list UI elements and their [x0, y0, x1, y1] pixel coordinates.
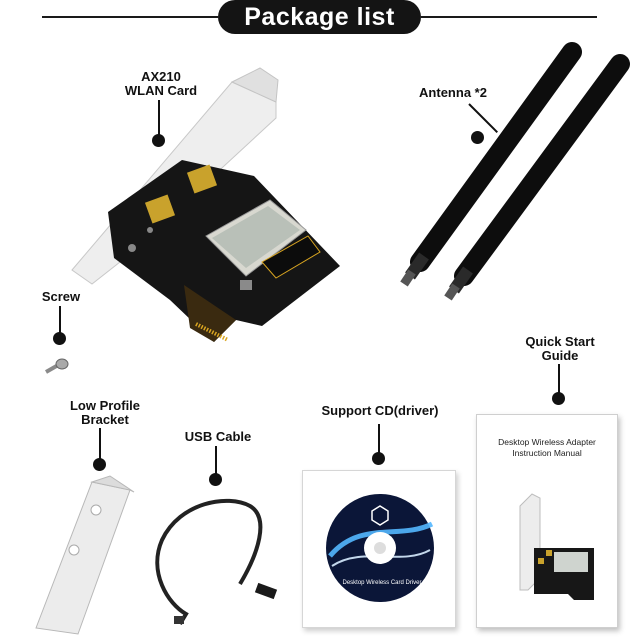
wlan-card-pin-dot	[152, 134, 165, 147]
screw-pin	[59, 306, 61, 336]
manual-title: Desktop Wireless Adapter Instruction Man…	[498, 437, 596, 458]
usb-cable-label: USB Cable	[184, 429, 252, 444]
screw-pin-dot	[53, 332, 66, 345]
screw-label: Screw	[41, 289, 81, 304]
quick-start-label: Quick Start Guide	[525, 334, 595, 363]
header-rule-right	[421, 16, 597, 18]
usb-cable-pin	[215, 446, 217, 476]
bracket-pin	[99, 428, 101, 462]
page-title: Package list	[218, 0, 421, 34]
quick-start-pin	[558, 364, 560, 396]
wlan-card-pin	[158, 100, 160, 138]
antenna-label: Antenna *2	[419, 85, 487, 100]
support-cd-pin-dot	[372, 452, 385, 465]
quick-start-pin-dot	[552, 392, 565, 405]
header-rule-left	[42, 16, 218, 18]
bracket-pin-dot	[93, 458, 106, 471]
wlan-card-label: AX210 WLAN Card	[124, 69, 198, 98]
antenna-pin-dot	[471, 131, 484, 144]
cd-label-text: Desktop Wireless Card Driver	[342, 580, 422, 586]
bracket-label: Low Profile Bracket	[69, 398, 141, 427]
support-cd-label: Support CD(driver)	[321, 403, 439, 418]
support-cd-pin	[378, 424, 380, 456]
usb-cable-pin-dot	[209, 473, 222, 486]
